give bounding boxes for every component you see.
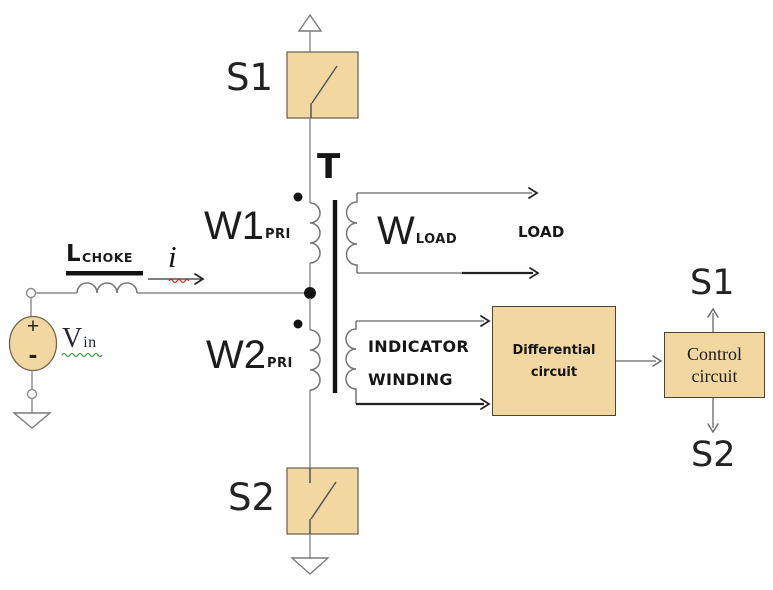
load-label: LOAD [518,223,565,241]
s1-switch-label: S1 [226,56,274,99]
vin-bottom-terminal [26,388,38,400]
w1-winding [293,192,321,289]
differential-circuit-box: Differential circuit [492,306,616,416]
minus-sign: - [28,339,38,369]
load-winding [345,193,358,273]
load-arrows [357,187,540,279]
differential-output-arrow [616,355,663,367]
control-circuit-box: Control circuit [664,332,765,398]
w1-polarity-dot [293,192,303,202]
s1-switch [286,13,359,203]
vin-circle [8,315,58,372]
control-box-line2: circuit [691,366,738,386]
current-arrow [148,273,205,285]
plus-sign: + [26,315,40,338]
s2-switch-label: S2 [228,476,276,519]
vin-source [8,287,103,429]
w2-polarity-dot [293,319,303,329]
spellcheck-squiggle-red [168,278,190,284]
choke-core-bar [66,271,143,276]
indicator-label-line2: WINDING [368,370,453,389]
vin-top-terminal [25,287,37,299]
s2-switch [286,467,359,575]
differential-box-line2: circuit [530,364,578,380]
center-tap-junction [304,287,316,299]
differential-box-line1: Differential [512,342,596,358]
w2-winding [293,298,321,468]
control-output-s1-label: S1 [690,263,735,303]
transformer-core [332,200,338,393]
spellcheck-squiggle-green [61,352,103,358]
ground-symbol-left [12,412,52,429]
control-box-line1: Control [686,344,742,364]
control-arrows [707,307,719,434]
indicator-winding [345,315,491,410]
choke-inductor [35,271,306,294]
transformer-label: T [317,147,341,187]
indicator-label-line1: INDICATOR [368,337,469,356]
s1-switch-box [286,51,359,119]
up-arrowhead [297,13,323,32]
ground-symbol-bottom [290,557,330,575]
control-output-s2-label: S2 [691,435,736,475]
current-label: i [168,239,177,274]
